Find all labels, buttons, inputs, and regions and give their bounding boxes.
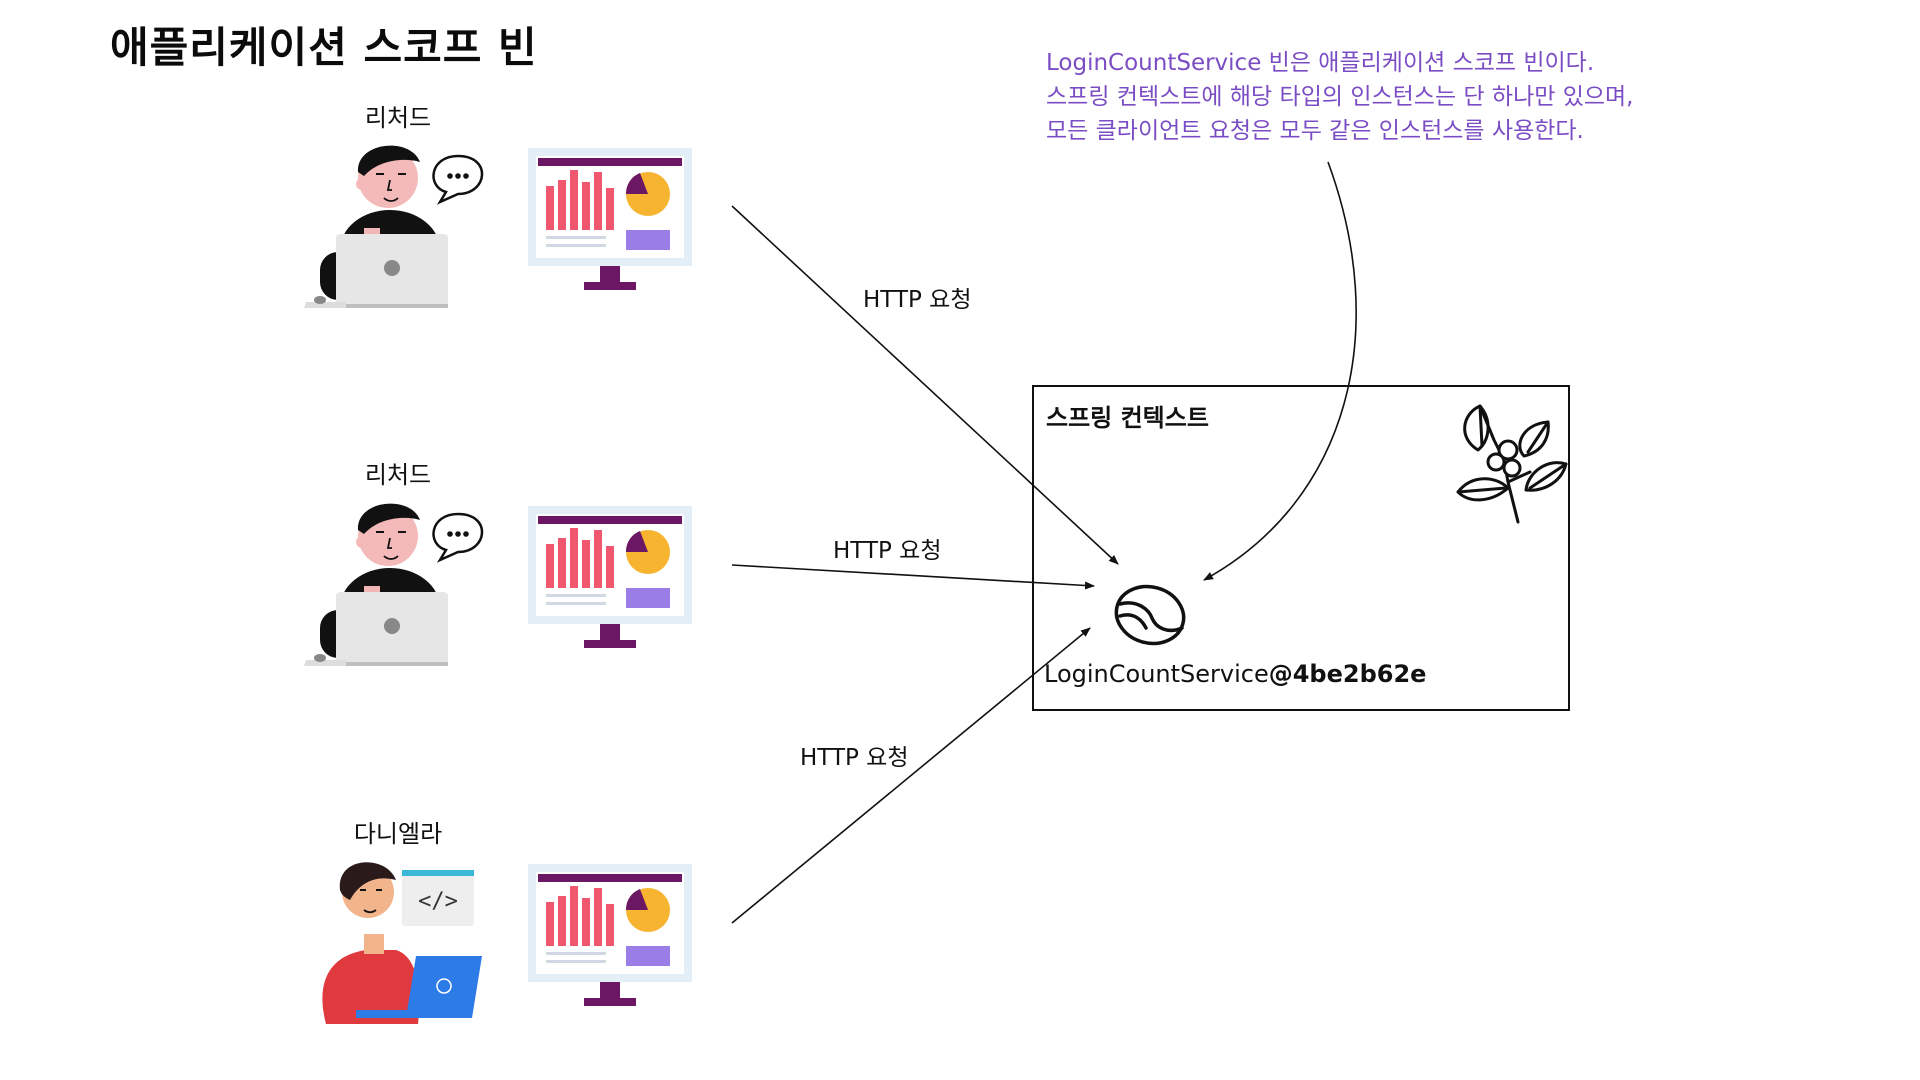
- arrow-request-2: [731, 564, 1095, 590]
- speech-bubble-icon-2: [432, 512, 484, 563]
- coffee-bean-icon: [1114, 584, 1186, 646]
- arrow-request-1: [731, 205, 1119, 565]
- spring-leaf-icon: [1456, 404, 1568, 524]
- bean-hash: @4be2b62e: [1268, 660, 1427, 688]
- person-icon-2: [304, 503, 484, 666]
- annotation-note: LoginCountService 빈은 애플리케이션 스코프 빈이다. 스프링…: [1046, 46, 1634, 148]
- note-line-3: 모든 클라이언트 요청은 모두 같은 인스턴스를 사용한다.: [1046, 118, 1584, 144]
- svg-text:</>: </>: [418, 889, 458, 914]
- dashboard-monitor-icon-3: [528, 864, 692, 1006]
- http-request-label-1: HTTP 요청: [863, 287, 972, 313]
- note-line-2: 스프링 컨텍스트에 해당 타입의 인스턴스는 단 하나만 있으며,: [1046, 84, 1634, 110]
- code-window-icon: </>: [402, 870, 474, 926]
- user-label-3: 다니엘라: [353, 820, 443, 848]
- user-label-2: 리처드: [364, 461, 432, 489]
- page-title: 애플리케이션 스코프 빈: [110, 23, 538, 72]
- arrow-note: [1203, 161, 1357, 581]
- speech-bubble-icon-1: [432, 154, 484, 205]
- dashboard-monitor-icon-1: [528, 148, 692, 290]
- person-icon-3: </>: [322, 862, 482, 1024]
- note-line-1: LoginCountService 빈은 애플리케이션 스코프 빈이다.: [1046, 50, 1595, 76]
- bean-label: LoginCountService@4be2b62e: [1044, 660, 1426, 688]
- spring-context-box: [1032, 385, 1570, 711]
- user-label-1: 리처드: [364, 104, 432, 132]
- bean-name: LoginCountService: [1044, 660, 1269, 688]
- dashboard-monitor-icon-2: [528, 506, 692, 648]
- arrow-request-3: [731, 627, 1091, 924]
- spring-context-title: 스프링 컨텍스트: [1046, 404, 1209, 432]
- person-icon-1: [304, 145, 484, 308]
- http-request-label-2: HTTP 요청: [833, 538, 942, 564]
- http-request-label-3: HTTP 요청: [800, 745, 909, 771]
